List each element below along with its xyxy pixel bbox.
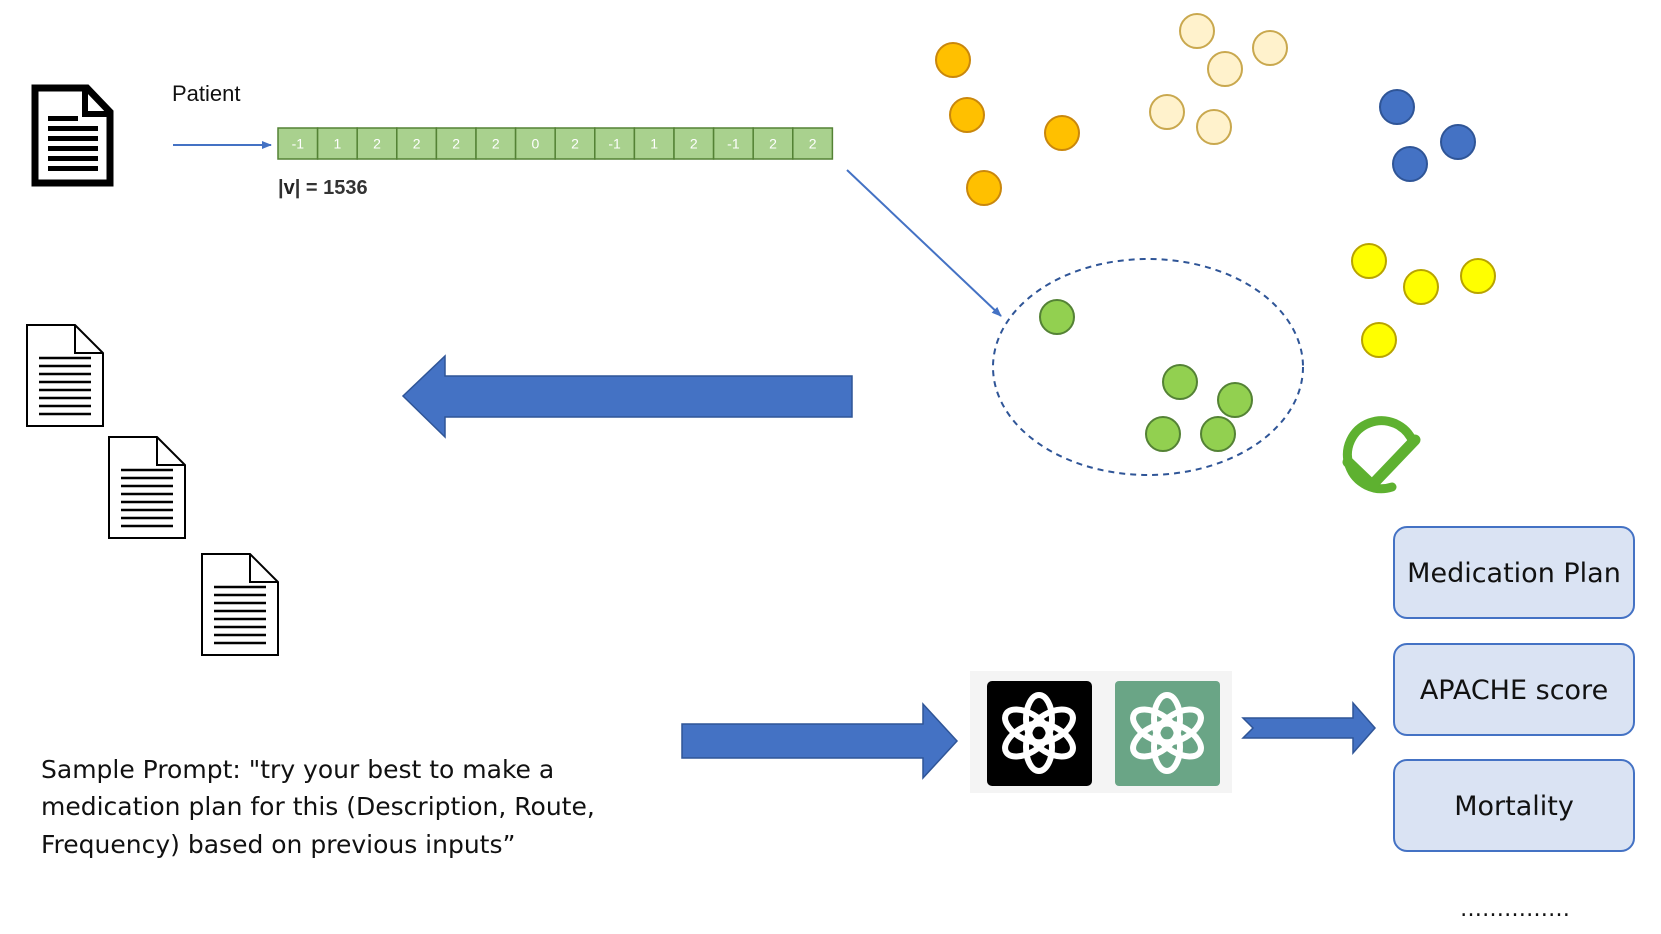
- prompt-line: Frequency) based on previous inputs”: [41, 830, 515, 859]
- cluster-point-orange: [966, 170, 1002, 206]
- vector-cell-value: 2: [452, 136, 460, 152]
- sample-prompt: Sample Prompt: "try your best to make a …: [41, 755, 595, 859]
- cluster-point-yellow: [1351, 243, 1387, 279]
- vector-size-label: |v| = 1536: [278, 177, 368, 199]
- vector-cell-value: -1: [292, 136, 305, 152]
- vector-cell-value: 2: [809, 136, 817, 152]
- llm-logos: [970, 671, 1232, 793]
- vector-cell: 2: [792, 127, 834, 160]
- outcome-label: APACHE score: [1420, 675, 1608, 706]
- cluster-point-blue: [1379, 89, 1415, 125]
- vector-cell-value: 0: [532, 136, 540, 152]
- vector-cell: -1: [712, 127, 754, 160]
- prompt-line: medication plan for this (Description, R…: [41, 792, 595, 821]
- embedding-vector: -1 1 2 2 2 2 0 2 -1 1 2 -1 2 2: [277, 127, 834, 160]
- vector-cell: 2: [396, 127, 438, 160]
- vector-cell-value: 1: [650, 136, 658, 152]
- cluster-point-orange: [1044, 115, 1080, 151]
- cluster-point-cream: [1149, 94, 1185, 130]
- outcome-label: Mortality: [1454, 791, 1574, 822]
- patient-document-icon: [31, 84, 114, 187]
- vector-cell: 2: [673, 127, 715, 160]
- vector-cell: 2: [356, 127, 398, 160]
- retrieval-arrow-left: [401, 354, 853, 439]
- vector-cell: 2: [554, 127, 596, 160]
- cluster-point-yellow: [1460, 258, 1496, 294]
- vector-cell: 2: [435, 127, 477, 160]
- checkmark-icon: [1342, 416, 1421, 494]
- cluster-point-green: [1145, 416, 1181, 452]
- cluster-point-green: [1200, 416, 1236, 452]
- vector-cell: 2: [752, 127, 794, 160]
- embedding-space: [935, 13, 1496, 476]
- retrieved-document-icon: [26, 324, 104, 427]
- cluster-point-green: [1162, 364, 1198, 400]
- vector-to-cluster-arrow: [846, 169, 1002, 317]
- vector-cell-value: 2: [492, 136, 500, 152]
- vector-cell-value: -1: [727, 136, 740, 152]
- outcome-box: APACHE score: [1393, 643, 1635, 736]
- retrieved-document-icon: [201, 553, 279, 656]
- cluster-point-blue: [1392, 146, 1428, 182]
- cluster-point-yellow: [1403, 269, 1439, 305]
- vector-size-suffix: | = 1536: [295, 177, 368, 199]
- patient-label: Patient: [172, 81, 241, 106]
- vector-cell: 1: [633, 127, 675, 160]
- cluster-point-orange: [935, 42, 971, 78]
- cluster-point-yellow: [1361, 322, 1397, 358]
- vector-cell-value: -1: [608, 136, 621, 152]
- cluster-point-cream: [1179, 13, 1215, 49]
- vector-cell: 1: [316, 127, 358, 160]
- outcome-box: Mortality: [1393, 759, 1635, 852]
- cluster-point-orange: [949, 97, 985, 133]
- more-outcomes-ellipsis: ……………: [1460, 897, 1570, 922]
- cluster-point-green: [1217, 382, 1253, 418]
- vector-size-prefix: |: [278, 177, 284, 199]
- vector-size-var: v: [284, 177, 296, 199]
- cluster-point-cream: [1207, 51, 1243, 87]
- outcome-label: Medication Plan: [1407, 558, 1621, 589]
- vector-cell-value: 2: [690, 136, 698, 152]
- cluster-point-green: [1039, 299, 1075, 335]
- vector-cell: 0: [514, 127, 556, 160]
- prompt-to-llm-arrow: [681, 702, 959, 780]
- retrieved-document-icon: [108, 436, 186, 539]
- llm-to-outcomes-arrow: [1241, 701, 1376, 755]
- vector-cell-value: 1: [334, 136, 342, 152]
- vector-cell-value: 2: [769, 136, 777, 152]
- vector-cell-value: 2: [413, 136, 421, 152]
- cluster-point-blue: [1440, 124, 1476, 160]
- selected-cluster-boundary: [992, 258, 1304, 476]
- outcome-box: Medication Plan: [1393, 526, 1635, 619]
- vector-cell: -1: [277, 127, 319, 160]
- vector-cell-value: 2: [373, 136, 381, 152]
- vector-cell-value: 2: [571, 136, 579, 152]
- cluster-point-cream: [1196, 109, 1232, 145]
- vector-cell: -1: [594, 127, 636, 160]
- prompt-line: Sample Prompt: "try your best to make a: [41, 755, 554, 784]
- cluster-point-cream: [1252, 30, 1288, 66]
- vector-cell: 2: [475, 127, 517, 160]
